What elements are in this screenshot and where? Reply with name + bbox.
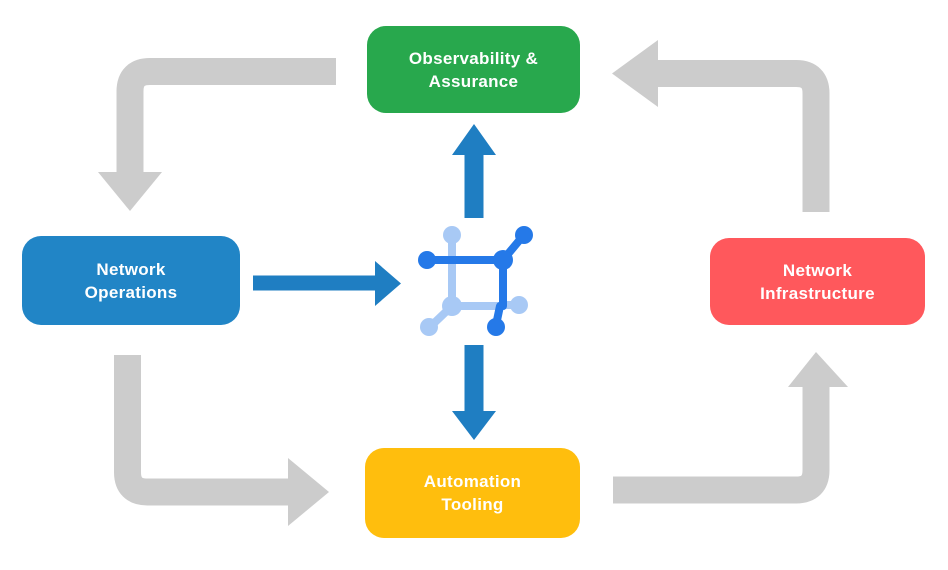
network-nodes-icon bbox=[418, 226, 533, 336]
node-label-line: Network bbox=[782, 260, 853, 280]
arrow-head-right bbox=[375, 261, 401, 306]
arrow-head-up bbox=[452, 124, 496, 155]
arrow-shaft bbox=[116, 58, 336, 174]
node-automation-tooling: Automation Tooling bbox=[365, 448, 580, 538]
arrow-automation-to-infrastructure bbox=[613, 352, 848, 504]
arrow-observability-to-operations bbox=[98, 58, 336, 211]
arrow-operations-to-automation bbox=[114, 355, 329, 526]
node-label-line: Assurance bbox=[428, 71, 519, 91]
node-label-line: Automation bbox=[423, 472, 522, 491]
node-label-line: Infrastructure bbox=[760, 283, 875, 303]
node-network-operations: Network Operations bbox=[22, 236, 240, 325]
arrow-head-down bbox=[452, 411, 496, 440]
arrow-head-right bbox=[288, 458, 329, 526]
arrow-head-up bbox=[788, 352, 848, 387]
node-label-line: Operations bbox=[84, 282, 178, 302]
arrow-head-down bbox=[98, 172, 162, 211]
arrow-infrastructure-to-observability bbox=[612, 40, 830, 212]
arrow-shaft bbox=[114, 355, 289, 506]
icon-dark-dots bbox=[418, 226, 533, 336]
arrow-head-left bbox=[612, 40, 658, 107]
node-label-line: Network bbox=[96, 259, 166, 279]
icon-light-dots bbox=[420, 226, 528, 336]
arrow-center-to-automation bbox=[452, 345, 496, 440]
node-network-infrastructure: Network Infrastructure bbox=[710, 238, 925, 325]
arrow-operations-to-center bbox=[253, 261, 401, 306]
node-label-line: Tooling bbox=[441, 495, 504, 514]
arrow-shaft bbox=[657, 60, 830, 212]
arrow-shaft bbox=[613, 386, 830, 504]
node-observability-assurance: Observability & Assurance bbox=[367, 26, 580, 113]
arrow-center-to-observability bbox=[452, 124, 496, 218]
node-label-line: Observability & bbox=[408, 48, 539, 68]
